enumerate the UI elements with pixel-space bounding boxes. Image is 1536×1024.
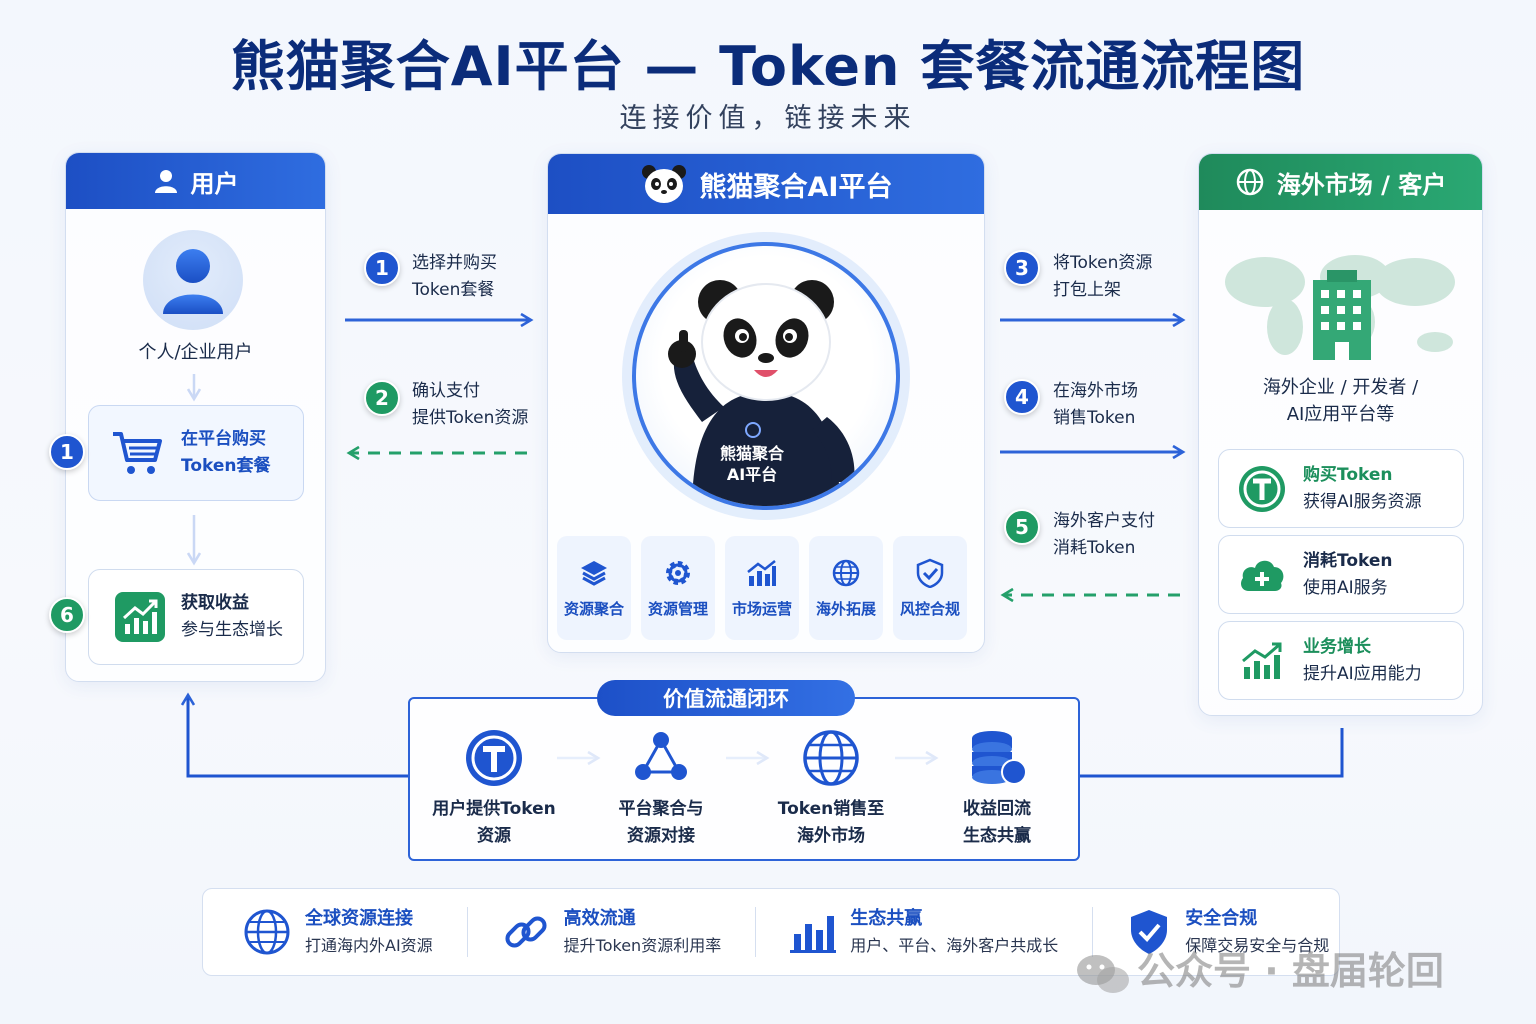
cloud-plus-icon xyxy=(1241,560,1284,591)
market-card-buy-title: 购买Token xyxy=(1303,464,1393,485)
platform-panel-header: 熊猫聚合AI平台 xyxy=(548,154,984,214)
loop-item-platform-aggregates: 平台聚合与 资源对接 xyxy=(586,728,736,850)
user-icon xyxy=(154,170,177,193)
shopping-cart-icon xyxy=(113,432,162,474)
user-card-earnings-line1: 获取收益 xyxy=(181,593,249,613)
benefit-separator xyxy=(1092,907,1094,957)
layers-icon xyxy=(581,560,607,586)
step-4-label: 在海外市场 销售Token xyxy=(1053,381,1138,428)
coin-stack-icon xyxy=(972,731,1027,785)
step-badge-3: 3 xyxy=(1004,250,1040,286)
globe-icon xyxy=(244,909,290,955)
panda-mascot: 熊猫聚合 AI平台 xyxy=(668,280,855,506)
step-3-label: 将Token资源 打包上架 xyxy=(1053,253,1153,300)
bar-chart-icon xyxy=(790,916,837,953)
platform-feature-row: 资源聚合 资源管理 市场运营 海外拓展 风控合规 xyxy=(557,536,967,640)
step-1-label: 选择并购买 Token套餐 xyxy=(412,253,497,300)
user-avatar xyxy=(143,230,243,330)
step-badge-1: 1 xyxy=(364,250,400,286)
user-card-earnings[interactable]: 获取收益 参与生态增长 xyxy=(88,569,304,665)
feature-resource-management[interactable]: 资源管理 xyxy=(641,536,715,640)
network-nodes-icon xyxy=(635,732,687,780)
benefits-bar: 全球资源连接 打通海内外AI资源 高效流通 提升Token资源利用率 生态 xyxy=(202,888,1340,976)
mascot-shirt-line2: AI平台 xyxy=(727,465,777,484)
step-5-label: 海外客户支付 消耗Token xyxy=(1053,511,1155,558)
token-coin-icon xyxy=(466,730,522,786)
step-badge-4: 4 xyxy=(1004,379,1040,415)
step-badge-2: 2 xyxy=(364,380,400,416)
market-card-buy-token[interactable]: 购买Token 获得AI服务资源 xyxy=(1218,449,1464,528)
page-title: 熊猫聚合AI平台 — Token 套餐流通流程图 xyxy=(230,35,1306,98)
benefit-separator xyxy=(466,907,468,957)
user-card-earnings-line2: 参与生态增长 xyxy=(181,620,283,640)
step-badge-5: 5 xyxy=(1004,509,1040,545)
globe-icon xyxy=(803,730,859,786)
market-card-consume-token[interactable]: 消耗Token 使用AI服务 xyxy=(1218,535,1464,614)
loop-return-line xyxy=(188,696,408,778)
market-card-growth-desc: 提升AI应用能力 xyxy=(1303,663,1422,684)
market-panel-header: 海外市场 / 客户 xyxy=(1199,154,1482,210)
user-step-badge-6: 6 xyxy=(49,597,85,633)
market-card-growth-title: 业务增长 xyxy=(1303,636,1371,657)
benefit-global-connection: 全球资源连接 打通海内外AI资源 xyxy=(243,905,433,959)
token-coin-icon xyxy=(1239,465,1285,512)
loop-market-line xyxy=(1080,728,1344,778)
feature-resource-aggregation[interactable]: 资源聚合 xyxy=(557,536,631,640)
benefit-security-compliance: 安全合规 保障交易安全与合规 xyxy=(1127,905,1329,959)
gear-icon xyxy=(666,560,690,585)
market-card-consume-desc: 使用AI服务 xyxy=(1303,577,1388,598)
growth-chart-icon xyxy=(115,592,165,642)
loop-item-revenue-return: 收益回流 生态共赢 xyxy=(922,728,1072,850)
world-map-building xyxy=(1225,255,1455,360)
user-type-label: 个人/企业用户 xyxy=(138,342,253,363)
market-card-business-growth[interactable]: 业务增长 提升AI应用能力 xyxy=(1218,621,1464,700)
feature-overseas-expansion[interactable]: 海外拓展 xyxy=(809,536,883,640)
watermark: 公众号 · 盘届轮回 xyxy=(1075,940,1444,995)
bar-chart-icon xyxy=(747,559,776,586)
user-card-purchase-line2: Token套餐 xyxy=(181,456,271,476)
market-card-buy-desc: 获得AI服务资源 xyxy=(1303,491,1422,512)
page-subtitle: 连接价值，链接未来 xyxy=(619,103,917,134)
benefit-efficient-flow: 高效流通 提升Token资源利用率 xyxy=(502,905,721,959)
user-card-purchase[interactable]: 在平台购买 Token套餐 xyxy=(88,405,304,501)
market-customer-label: 海外企业 / 开发者 / AI应用平台等 xyxy=(1262,377,1419,425)
feature-risk-compliance[interactable]: 风控合规 xyxy=(893,536,967,640)
shield-check-icon xyxy=(1131,910,1168,954)
globe-icon xyxy=(832,559,860,586)
mascot-shirt-line1: 熊猫聚合 xyxy=(720,444,785,463)
person-icon xyxy=(163,249,223,314)
user-step-badge-1: 1 xyxy=(49,434,85,470)
globe-icon xyxy=(1236,168,1263,196)
step-2-label: 确认支付 提供Token资源 xyxy=(412,381,529,428)
user-panel-header: 用户 xyxy=(66,153,325,209)
shield-check-icon xyxy=(916,558,944,588)
chain-link-icon xyxy=(505,916,547,948)
benefit-ecosystem-win: 生态共赢 用户、平台、海外客户共成长 xyxy=(790,905,1058,959)
value-loop-tag: 价值流通闭环 xyxy=(597,680,855,716)
user-card-purchase-line1: 在平台购买 xyxy=(181,429,266,449)
feature-market-operation[interactable]: 市场运营 xyxy=(725,536,799,640)
benefit-separator xyxy=(755,907,757,957)
growth-chart-icon xyxy=(1242,642,1282,679)
loop-item-user-provides: 用户提供Token 资源 xyxy=(419,728,569,850)
market-card-consume-title: 消耗Token xyxy=(1303,550,1393,571)
loop-item-sell-overseas: Token销售至 海外市场 xyxy=(756,728,906,850)
panda-logo-icon xyxy=(641,165,686,203)
wechat-icon xyxy=(1077,954,1129,993)
